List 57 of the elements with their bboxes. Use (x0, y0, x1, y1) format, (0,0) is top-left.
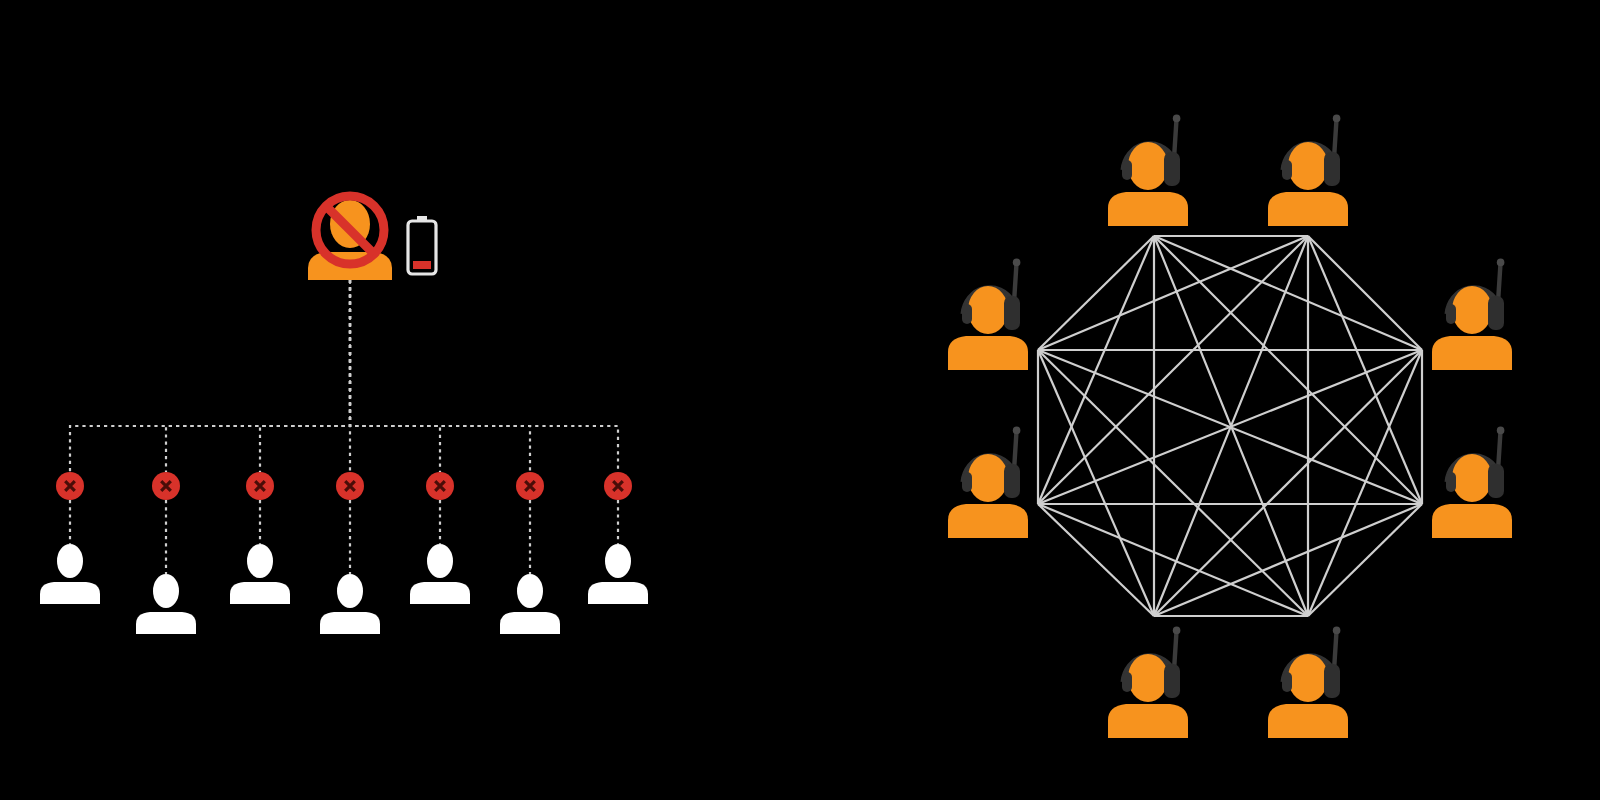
crossing-lines (1036, 348, 1424, 506)
person-icon (136, 574, 196, 634)
connector-line (1037, 349, 1155, 617)
x-circle-icon (336, 472, 364, 500)
person-icon (230, 544, 290, 604)
connector-line (1154, 234, 1308, 238)
connector-line (1307, 349, 1423, 617)
connector-line (1037, 235, 1155, 505)
dotted-connector (438, 500, 442, 544)
connector-line (1038, 502, 1422, 506)
headset-person-icon (948, 258, 1028, 370)
person-icon (410, 544, 470, 604)
dotted-connector (68, 500, 72, 544)
x-circle-icon (56, 472, 84, 500)
connector-line (1307, 503, 1423, 617)
x-circle-icon (426, 472, 454, 500)
connector-line (1037, 503, 1309, 617)
connector-line (1307, 235, 1423, 351)
connector-line (1306, 236, 1310, 616)
connector-line (1307, 235, 1423, 505)
connector-line (1152, 236, 1156, 616)
x-circle-icon (246, 472, 274, 500)
headset-person-icon (1268, 626, 1348, 738)
dotted-connector (164, 500, 168, 574)
connector-line (1153, 235, 1423, 505)
dotted-connector (528, 500, 532, 574)
x-circle-icon (604, 472, 632, 500)
connector-line (1037, 235, 1309, 351)
crossing-lines (1152, 234, 1310, 618)
person-icon (40, 544, 100, 604)
connector-line (1037, 235, 1155, 351)
headset-person-icon (1268, 114, 1348, 226)
headset-person-icon (1108, 114, 1188, 226)
headset-person-icon (1432, 426, 1512, 538)
connector-line (1153, 349, 1423, 617)
person-icon (320, 574, 380, 634)
connector-line (1037, 503, 1155, 617)
connector-line (1154, 614, 1308, 618)
connector-line (1037, 349, 1309, 617)
x-circle-icon (152, 472, 180, 500)
connector-line (1038, 348, 1422, 352)
connector-line (1420, 350, 1424, 504)
dotted-connector (348, 500, 352, 574)
headset-person-icon (948, 426, 1028, 538)
headset-person-icon (1108, 626, 1188, 738)
dotted-connector (348, 280, 620, 472)
connector-line (1153, 503, 1423, 617)
x-circle-icon (516, 472, 544, 500)
person-icon (500, 574, 560, 634)
connector-line (1153, 235, 1423, 351)
prohibited-person-icon (304, 188, 396, 280)
connector-line (1037, 235, 1309, 505)
dotted-connector (258, 500, 262, 544)
headset-person-icon (1432, 258, 1512, 370)
dotted-connector (616, 500, 620, 544)
connector-line (1036, 350, 1040, 504)
person-icon (588, 544, 648, 604)
